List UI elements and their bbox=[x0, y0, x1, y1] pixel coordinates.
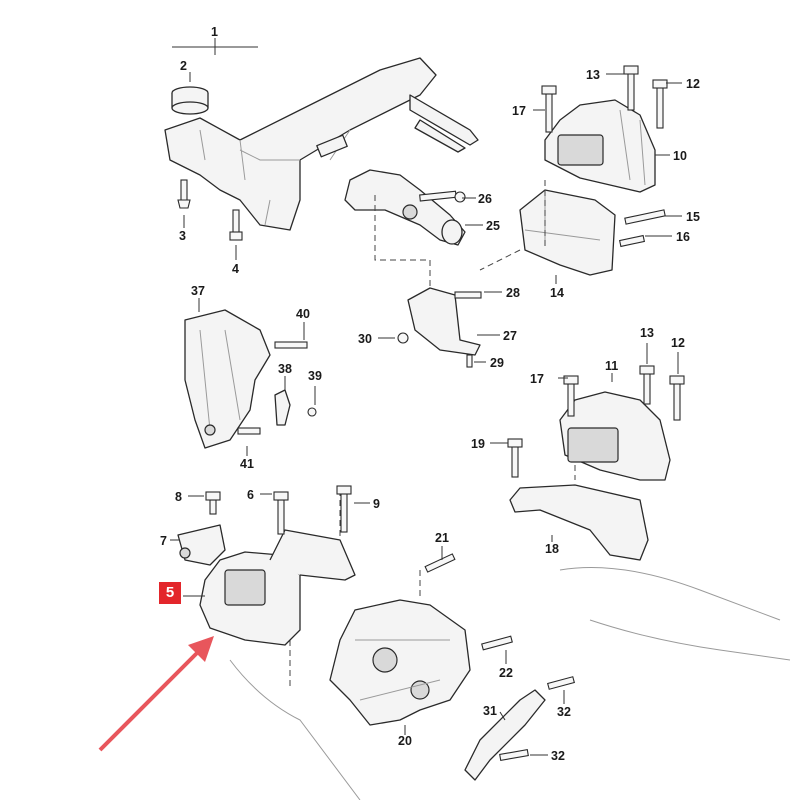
torque-rod bbox=[344, 169, 466, 246]
highlight-badge-5: 5 bbox=[159, 582, 181, 604]
label-40: 40 bbox=[296, 307, 310, 321]
label-26: 26 bbox=[478, 192, 492, 206]
label-39: 39 bbox=[308, 369, 322, 383]
link-rod-31 bbox=[464, 689, 546, 781]
small-bracket-27 bbox=[397, 287, 482, 368]
label-14: 14 bbox=[550, 286, 564, 300]
part-number-labels: 1 2 3 4 26 25 17 13 12 10 15 16 14 28 27… bbox=[160, 25, 700, 763]
dashed-guides bbox=[289, 180, 576, 690]
label-3: 3 bbox=[179, 229, 186, 243]
label-22: 22 bbox=[499, 666, 513, 680]
mount-bracket-14 bbox=[519, 189, 616, 276]
label-4: 4 bbox=[232, 262, 239, 276]
engine-mount-5 bbox=[199, 529, 356, 646]
label-12b: 12 bbox=[671, 336, 685, 350]
label-13b: 13 bbox=[640, 326, 654, 340]
bolts-39-40-41 bbox=[237, 341, 317, 435]
subframe-assembly bbox=[164, 57, 479, 231]
label-11: 11 bbox=[605, 359, 618, 373]
label-27: 27 bbox=[503, 329, 517, 343]
label-31: 31 bbox=[483, 704, 497, 718]
label-17a: 17 bbox=[512, 104, 526, 118]
label-30: 30 bbox=[358, 332, 372, 346]
label-28: 28 bbox=[506, 286, 520, 300]
label-1: 1 bbox=[211, 25, 218, 39]
bolt-26 bbox=[419, 190, 466, 203]
leader-lines bbox=[170, 38, 682, 756]
engine-mount-upper-right bbox=[544, 99, 656, 193]
pointer-arrow-icon bbox=[98, 636, 214, 752]
housing-20 bbox=[329, 599, 471, 726]
label-25: 25 bbox=[486, 219, 500, 233]
label-2: 2 bbox=[180, 59, 187, 73]
bolts-6-8-9 bbox=[205, 485, 352, 535]
label-19: 19 bbox=[471, 437, 485, 451]
mount-bracket-18 bbox=[509, 484, 649, 561]
label-37: 37 bbox=[191, 284, 205, 298]
label-17b: 17 bbox=[530, 372, 544, 386]
label-6: 6 bbox=[247, 488, 254, 502]
label-20: 20 bbox=[398, 734, 412, 748]
label-32b: 32 bbox=[551, 749, 565, 763]
label-29: 29 bbox=[490, 356, 504, 370]
label-21: 21 bbox=[435, 531, 449, 545]
label-12a: 12 bbox=[686, 77, 700, 91]
label-16: 16 bbox=[676, 230, 690, 244]
label-10: 10 bbox=[673, 149, 687, 163]
label-41: 41 bbox=[240, 457, 254, 471]
bracket-38 bbox=[274, 389, 291, 426]
label-18: 18 bbox=[545, 542, 559, 556]
label-13a: 13 bbox=[586, 68, 600, 82]
label-8: 8 bbox=[175, 490, 182, 504]
bracket-37 bbox=[184, 309, 271, 449]
label-38: 38 bbox=[278, 362, 292, 376]
bracket-7 bbox=[177, 524, 226, 566]
label-7: 7 bbox=[160, 534, 167, 548]
bolts-21-22 bbox=[424, 553, 513, 651]
bolt-3 bbox=[177, 179, 191, 209]
label-32a: 32 bbox=[557, 705, 571, 719]
background-engine-outline bbox=[229, 567, 791, 800]
bolt-4 bbox=[229, 209, 243, 241]
engine-mount-11 bbox=[559, 391, 671, 481]
bolts-12-13-17-19 bbox=[507, 365, 685, 478]
label-9: 9 bbox=[373, 497, 380, 511]
bolts-32 bbox=[499, 676, 576, 762]
label-15: 15 bbox=[686, 210, 700, 224]
rubber-bushing bbox=[171, 86, 209, 115]
